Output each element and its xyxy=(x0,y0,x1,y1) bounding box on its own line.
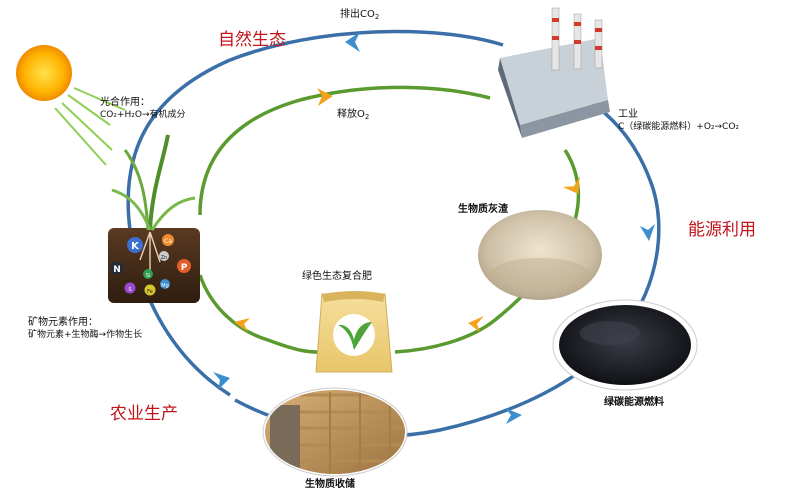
arrow-orange-right xyxy=(562,176,580,195)
soil-element-label: Si xyxy=(146,273,151,279)
co2-emission-subscript: 2 xyxy=(374,13,380,21)
arrow-blue-right xyxy=(640,224,655,241)
mineral-title: 矿物元素作用： xyxy=(28,317,98,328)
plant-soil-icon xyxy=(108,134,200,303)
biomass-harvest-label: 生物质收储 xyxy=(305,479,355,490)
sun-icon xyxy=(16,45,126,166)
section-energy-label: 能源利用 xyxy=(688,220,756,240)
fertilizer-bag-icon xyxy=(315,291,393,373)
photosynthesis-title: 光合作用： xyxy=(100,97,150,108)
soil-element-label: Fe xyxy=(147,289,153,295)
soil-element-label: N xyxy=(113,265,121,275)
o2-release-label: 释放O2 xyxy=(337,108,369,124)
factory-icon xyxy=(498,7,610,138)
biomass-ash-icon xyxy=(478,210,602,300)
green-fuel-label: 绿碳能源燃料 xyxy=(604,397,664,408)
soil-element-label: P xyxy=(181,263,188,273)
arrow-blue-left xyxy=(213,372,230,390)
industry-equation: C（绿碳能源燃料）+O₂→CO₂ xyxy=(618,122,740,132)
soil-element-label: S xyxy=(128,287,131,293)
o2-release-subscript: 2 xyxy=(364,113,370,121)
inner-arc-top xyxy=(198,85,491,216)
arrow-orange-bottom xyxy=(468,316,484,332)
soil-element-label: Zn xyxy=(161,255,168,261)
arrow-blue-top xyxy=(345,32,360,52)
industry-title: 工业 xyxy=(618,109,638,120)
soil-element-badges: K Ca N P Si S Fe Mg Zn xyxy=(110,234,191,296)
biomass-ash-label: 生物质灰渣 xyxy=(458,204,508,215)
biomass-harvest-icon xyxy=(262,387,408,477)
inner-arc-left xyxy=(198,274,319,354)
co2-emission-text: 排出CO xyxy=(340,9,375,20)
section-nature-label: 自然生态 xyxy=(218,30,286,50)
mineral-equation: 矿物元素+生物酶→作物生长 xyxy=(28,330,143,340)
arrow-orange-top xyxy=(317,88,333,106)
outer-arc-left xyxy=(126,29,504,397)
co2-emission-label: 排出CO2 xyxy=(340,8,379,24)
cycle-arrows xyxy=(213,32,655,424)
soil-element-label: K xyxy=(131,241,140,252)
fertilizer-label: 绿色生态复合肥 xyxy=(302,271,372,282)
o2-release-text: 释放O xyxy=(337,109,365,120)
soil-element-label: Mg xyxy=(161,283,169,289)
soil-element-label: Ca xyxy=(164,238,172,245)
photosynthesis-equation: CO₂+H₂O→有机成分 xyxy=(100,110,186,120)
section-agriculture-label: 农业生产 xyxy=(110,404,178,424)
arrow-blue-bottom xyxy=(505,408,522,424)
arrow-orange-left xyxy=(234,318,250,332)
green-fuel-icon xyxy=(552,299,698,391)
